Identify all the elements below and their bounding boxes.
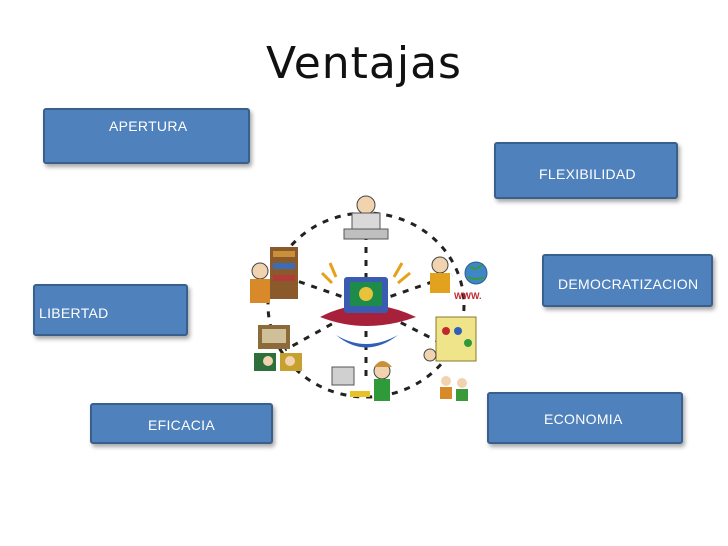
libertad-label: LIBERTAD [39, 305, 109, 321]
economia-box[interactable]: ECONOMIA [487, 392, 683, 444]
flexibilidad-label: FLEXIBILIDAD [539, 166, 636, 182]
www-sign: WWW. [454, 291, 482, 301]
democratizacion-box[interactable]: DEMOCRATIZACION [542, 254, 713, 307]
economia-label: ECONOMIA [544, 411, 623, 427]
apertura-box[interactable]: APERTURA [43, 108, 250, 164]
eficacia-box[interactable]: EFICACIA [90, 403, 273, 444]
e-learning-illustration: WWW. [250, 195, 488, 401]
central-computer-icon [320, 262, 416, 348]
library-reader-icon [250, 247, 298, 303]
girl-with-laptop-icon [331, 361, 392, 401]
apertura-label: APERTURA [109, 118, 188, 134]
teacher-with-board-icon [423, 316, 477, 401]
person-at-computer-icon [343, 195, 389, 240]
flexibilidad-box[interactable]: FLEXIBILIDAD [494, 142, 678, 199]
slide-title: Ventajas [266, 38, 462, 89]
classroom-computers-icon [254, 325, 302, 371]
libertad-box[interactable]: LIBERTAD [33, 284, 188, 336]
kid-with-globe-icon: WWW. [430, 256, 488, 301]
democratizacion-label: DEMOCRATIZACION [558, 276, 699, 292]
eficacia-label: EFICACIA [148, 417, 215, 433]
